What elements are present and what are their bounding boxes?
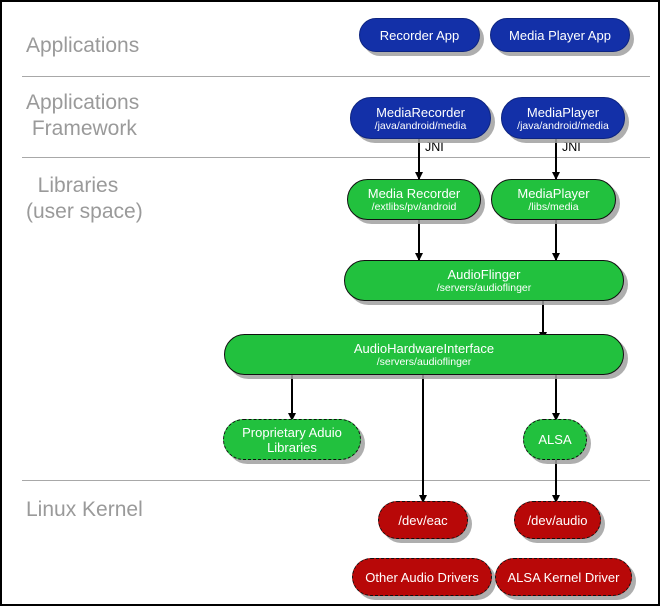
connector-mediaplayer-to-audioflinger xyxy=(555,220,557,260)
node-dev-eac-title: /dev/eac xyxy=(398,512,448,528)
node-mediarecorder-framework-title: MediaRecorder xyxy=(376,104,465,120)
arrowhead-ahi-to-proprietary-libs xyxy=(287,413,296,421)
arrowhead-ahi-to-alsa xyxy=(551,413,560,421)
node-mediarecorder-framework[interactable]: MediaRecorder /java/android/media xyxy=(350,97,491,139)
node-mediaplayer-framework-path: /java/android/media xyxy=(517,119,609,132)
node-audioflinger-title: AudioFlinger xyxy=(447,267,521,282)
layer-label-applications: Applications xyxy=(26,34,140,57)
node-alsa-title: ALSA xyxy=(538,432,572,447)
connector-mediaplayer-jni xyxy=(555,139,557,179)
node-media-player-app[interactable]: Media Player App xyxy=(490,18,630,52)
arrowhead-ahi-to-dev-eac xyxy=(418,495,427,503)
node-mediarecorder-framework-path: /java/android/media xyxy=(374,119,467,132)
connector-ahi-to-dev-eac xyxy=(422,375,424,500)
node-audioflinger-path: /servers/audioflinger xyxy=(436,282,532,294)
node-mediaplayer-lib-path: /libs/media xyxy=(528,201,579,213)
node-proprietary-audio-libraries[interactable]: Proprietary Aduio Libraries xyxy=(223,419,361,460)
node-other-audio-drivers[interactable]: Other Audio Drivers xyxy=(352,558,492,596)
arrowhead-mediarecorder-to-audioflinger xyxy=(414,253,423,261)
connector-ahi-to-proprietary-libs xyxy=(291,375,293,419)
node-media-recorder-lib-title: Media Recorder xyxy=(367,186,461,201)
node-media-recorder-lib-path: /extlibs/pv/android xyxy=(371,201,457,213)
arrowhead-mediarecorder-jni xyxy=(414,172,423,180)
node-mediaplayer-framework-title: MediaPlayer xyxy=(526,104,600,120)
connector-mediarecorder-to-audioflinger xyxy=(418,220,420,260)
arrowhead-mediaplayer-to-audioflinger xyxy=(551,253,560,261)
node-recorder-app-title: Recorder App xyxy=(379,27,460,43)
node-mediaplayer-lib[interactable]: MediaPlayer /libs/media xyxy=(491,179,616,220)
connector-mediarecorder-jni xyxy=(418,139,420,179)
node-mediaplayer-framework[interactable]: MediaPlayer /java/android/media xyxy=(501,97,625,139)
layer-label-libraries-line2: (user space) xyxy=(26,200,143,223)
node-dev-audio[interactable]: /dev/audio xyxy=(514,501,601,539)
divider-libraries xyxy=(22,480,650,481)
divider-framework xyxy=(22,157,650,158)
layer-label-libraries-line1: Libraries xyxy=(26,174,119,197)
node-alsa-kernel-driver[interactable]: ALSA Kernel Driver xyxy=(495,558,632,596)
node-dev-eac[interactable]: /dev/eac xyxy=(378,501,468,539)
jni-label-right: JNI xyxy=(562,140,581,154)
node-proprietary-audio-libraries-title: Proprietary Aduio Libraries xyxy=(242,424,342,455)
node-mediaplayer-lib-title: MediaPlayer xyxy=(517,186,590,201)
layer-label-linux-kernel: Linux Kernel xyxy=(26,498,143,521)
divider-applications xyxy=(22,76,650,77)
layer-label-applications-framework-line1: Applications xyxy=(26,91,140,114)
connector-ahi-to-alsa xyxy=(555,375,557,419)
layer-label-applications-framework-line2: Framework xyxy=(26,117,137,140)
node-recorder-app[interactable]: Recorder App xyxy=(359,18,480,52)
node-media-player-app-title: Media Player App xyxy=(509,27,611,43)
node-dev-audio-title: /dev/audio xyxy=(527,512,588,528)
arrowhead-alsa-to-dev-audio xyxy=(551,495,560,503)
node-audiohardwareinterface-title: AudioHardwareInterface xyxy=(353,341,495,356)
node-alsa-kernel-driver-title: ALSA Kernel Driver xyxy=(507,569,620,585)
node-other-audio-drivers-title: Other Audio Drivers xyxy=(365,569,479,585)
node-audiohardwareinterface-path: /servers/audioflinger xyxy=(376,356,472,368)
node-audiohardwareinterface[interactable]: AudioHardwareInterface /servers/audiofli… xyxy=(224,334,624,375)
jni-label-left: JNI xyxy=(425,140,444,154)
connector-alsa-to-dev-audio xyxy=(555,460,557,500)
node-alsa[interactable]: ALSA xyxy=(523,419,587,460)
node-audioflinger[interactable]: AudioFlinger /servers/audioflinger xyxy=(344,260,624,301)
node-media-recorder-lib[interactable]: Media Recorder /extlibs/pv/android xyxy=(347,179,481,220)
connector-audioflinger-to-audiohardwareinterface xyxy=(542,301,544,339)
arrowhead-mediaplayer-jni xyxy=(551,172,560,180)
